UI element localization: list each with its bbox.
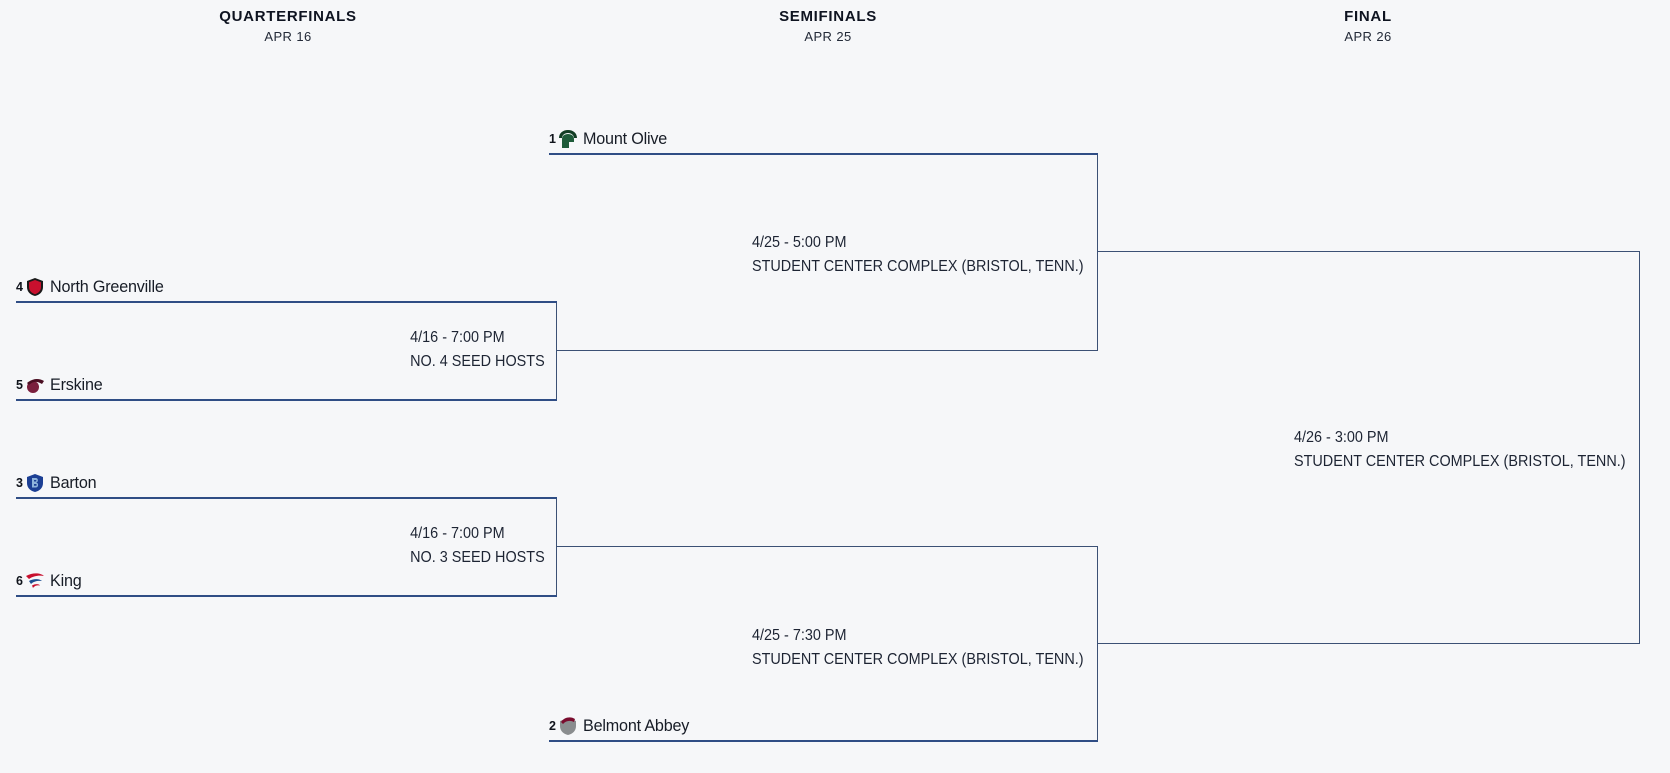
- team-name: Mount Olive: [582, 129, 668, 148]
- round-header-semifinals: SEMIFINALS APR 25: [658, 8, 998, 44]
- seed-number: 2: [549, 719, 556, 733]
- match-time: 4/26 - 3:00 PM: [1294, 429, 1389, 446]
- qf1-bracket-line: [556, 302, 557, 400]
- sf2-bracket-line: [1097, 546, 1098, 741]
- match-venue: STUDENT CENTER COMPLEX (BRISTOL, TENN.): [1294, 453, 1626, 470]
- round-date: APR 26: [1344, 29, 1392, 44]
- match-venue: NO. 3 SEED HOSTS: [410, 549, 545, 566]
- match-time: 4/25 - 5:00 PM: [752, 234, 847, 251]
- round-title: FINAL: [1344, 8, 1392, 25]
- qf2-winner-line: [557, 546, 1098, 547]
- team-name: Erskine: [49, 375, 103, 394]
- belmont-abbey-logo-icon: [559, 717, 576, 735]
- team-erskine: 5 Erskine: [16, 371, 557, 401]
- barton-logo-icon: [26, 474, 43, 492]
- round-date: APR 16: [264, 29, 312, 44]
- match-time: 4/16 - 7:00 PM: [410, 329, 505, 346]
- match-venue: NO. 4 SEED HOSTS: [410, 353, 545, 370]
- team-mount-olive: 1 Mount Olive: [549, 125, 1098, 155]
- qf2-match-info: 4/16 - 7:00 PM NO. 3 SEED HOSTS: [410, 522, 545, 570]
- match-time: 4/16 - 7:00 PM: [410, 525, 505, 542]
- sf2-winner-line: [1098, 643, 1640, 644]
- sf2-match-info: 4/25 - 7:30 PM STUDENT CENTER COMPLEX (B…: [752, 624, 1084, 672]
- round-title: SEMIFINALS: [779, 8, 877, 25]
- seed-number: 3: [16, 476, 23, 490]
- match-time: 4/25 - 7:30 PM: [752, 627, 847, 644]
- team-belmont-abbey: 2 Belmont Abbey: [549, 712, 1098, 742]
- qf1-winner-line: [557, 350, 1098, 351]
- erskine-logo-icon: [26, 378, 44, 393]
- final-bracket-line: [1639, 251, 1640, 644]
- team-king: 6 King: [16, 567, 557, 597]
- seed-number: 1: [549, 132, 556, 146]
- qf2-bracket-line: [556, 498, 557, 596]
- mount-olive-logo-icon: [558, 130, 577, 148]
- round-title: QUARTERFINALS: [219, 8, 357, 25]
- match-venue: STUDENT CENTER COMPLEX (BRISTOL, TENN.): [752, 651, 1084, 668]
- round-header-final: FINAL APR 26: [1198, 8, 1538, 44]
- seed-number: 6: [16, 574, 23, 588]
- match-venue: STUDENT CENTER COMPLEX (BRISTOL, TENN.): [752, 258, 1084, 275]
- seed-number: 5: [16, 378, 23, 392]
- team-barton: 3 Barton: [16, 469, 557, 499]
- team-name: Belmont Abbey: [582, 716, 690, 735]
- north-greenville-logo-icon: [26, 278, 43, 296]
- sf1-bracket-line: [1097, 154, 1098, 351]
- team-name: Barton: [49, 473, 97, 492]
- king-logo-icon: [25, 573, 44, 588]
- round-date: APR 25: [804, 29, 852, 44]
- team-north-greenville: 4 North Greenville: [16, 273, 557, 303]
- final-match-info: 4/26 - 3:00 PM STUDENT CENTER COMPLEX (B…: [1294, 426, 1626, 474]
- team-name: King: [49, 571, 82, 590]
- qf1-match-info: 4/16 - 7:00 PM NO. 4 SEED HOSTS: [410, 326, 545, 374]
- sf1-match-info: 4/25 - 5:00 PM STUDENT CENTER COMPLEX (B…: [752, 231, 1084, 279]
- team-name: North Greenville: [49, 277, 164, 296]
- seed-number: 4: [16, 280, 23, 294]
- round-header-quarterfinals: QUARTERFINALS APR 16: [118, 8, 458, 44]
- sf1-winner-line: [1098, 251, 1640, 252]
